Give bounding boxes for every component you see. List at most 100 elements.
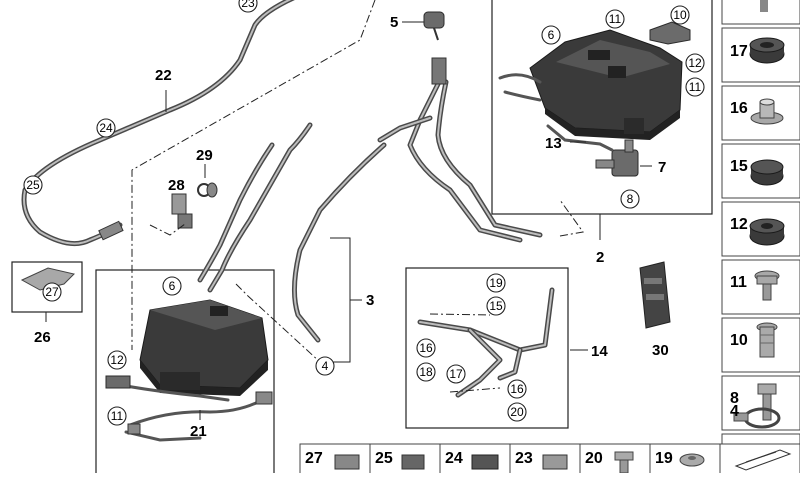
bracket-14-icon [417,287,555,398]
circle-27 [42,282,62,302]
circle-4 [315,356,335,376]
grommet-12-icon [749,218,785,246]
clip-23-icon [542,454,568,470]
circle-20-label: 20 [510,405,524,419]
circle-17-label: 17 [449,367,463,381]
circle-12-lower-label: 12 [110,353,124,367]
circle-4-label: 4 [322,359,329,373]
lower-tank-box [95,269,275,478]
side-part-17-label: 17 [730,43,748,60]
callout-3: 3 [366,292,374,309]
part-29-icon [197,182,218,198]
bracket-12-icon [105,375,131,389]
circle-19 [486,273,506,293]
circle-16-right-label: 16 [510,382,524,396]
fuel-line-3a-highlight [209,124,311,291]
upper-tank-hose-b [503,90,542,102]
clamp-4-icon [733,407,781,429]
bottom-part-19-label: 19 [655,450,673,467]
upper-tank-hose-a [498,73,542,84]
grommet-15-icon [750,159,784,186]
nut-19-icon [679,453,705,467]
circle-15-label: 15 [489,299,503,313]
circled-callouts: 23 24 25 27 6 6 12 11 11 10 12 11 8 4 19… [23,0,705,426]
side-part-16-label: 16 [730,100,748,117]
line-end-fitting [431,57,447,85]
connector-21b [127,423,141,435]
side-parts-column: 17 16 15 12 [721,0,800,478]
side-tile-11 [721,259,800,315]
callout-28: 28 [168,177,185,194]
circle-18 [416,362,436,382]
callout-29: 29 [196,147,213,164]
tank-assembly-box [491,0,713,215]
part-28-icon [171,193,193,229]
circle-23 [238,0,258,13]
leader-dashed-4 [559,199,584,237]
callout-14: 14 [591,343,608,360]
bottom-part-27-label: 27 [305,450,323,467]
circle-12-lower [107,350,127,370]
side-top-part [760,0,768,12]
circle-10-label: 10 [673,8,687,22]
clip-27-small-icon [20,267,75,291]
line-bundle-a-highlight [409,79,521,241]
bracket-10-icon [649,21,691,45]
wiring-21-line [128,398,264,427]
clip-25-icon [401,454,425,470]
bottom-tile-20 [579,443,651,478]
circle-16-right [507,379,527,399]
clamp-4-label: 4 [730,403,739,420]
circle-24-label: 24 [99,121,113,135]
circle-15 [486,296,506,316]
line-bundle-b [435,79,543,238]
line-bundle-c-highlight [379,117,431,141]
circle-12-upper [685,53,705,73]
connector-22 [98,220,124,241]
circle-8-label: 8 [627,192,634,206]
tag-part-icon [734,449,792,471]
module-30-icon [639,261,671,329]
callout-5: 5 [390,14,398,31]
circle-11-top [605,9,625,29]
bottom-part-24-label: 24 [445,450,463,467]
wiring-21-branch [124,430,202,442]
circle-16-left [416,338,436,358]
leader-dashed-1 [131,0,376,350]
reservoir-upper-icon [529,29,683,140]
reservoir-lower-icon [139,299,269,396]
circle-8 [620,189,640,209]
bottom-parts-strip: 27 25 24 23 20 19 4 [299,403,800,478]
fuel-line-3c-highlight [293,144,385,341]
callout-13: 13 [545,135,562,152]
callout-30: 30 [652,342,669,359]
circle-23-label: 23 [241,0,255,10]
circle-11-upper-label: 11 [689,80,702,94]
circle-11-upper [685,77,705,97]
callout-2: 2 [596,249,604,266]
circle-16-left-label: 16 [419,341,433,355]
clip-27-icon [334,454,360,470]
circle-24 [96,118,116,138]
leader-dashed-2 [149,223,186,236]
rivet-nut-10-icon [756,322,778,358]
circle-6-upper-label: 6 [548,28,555,42]
side-part-11-label: 11 [730,274,747,291]
bracket-3 [330,237,351,363]
circle-6-lower-label: 6 [169,279,176,293]
side-part-12-label: 12 [730,216,748,233]
circle-25-label: 25 [26,178,40,192]
leader-dashed-5 [429,313,491,316]
side-part-10-label: 10 [730,332,748,349]
circle-18-label: 18 [419,365,433,379]
line-bundle-b-highlight [437,81,541,236]
callout-21: 21 [190,423,207,440]
line-bundle-a [407,77,523,243]
callout-26: 26 [34,329,51,346]
circle-20 [507,402,527,422]
leader-dashed-3 [235,283,321,363]
connector-21a [255,391,273,405]
circle-25 [23,175,43,195]
